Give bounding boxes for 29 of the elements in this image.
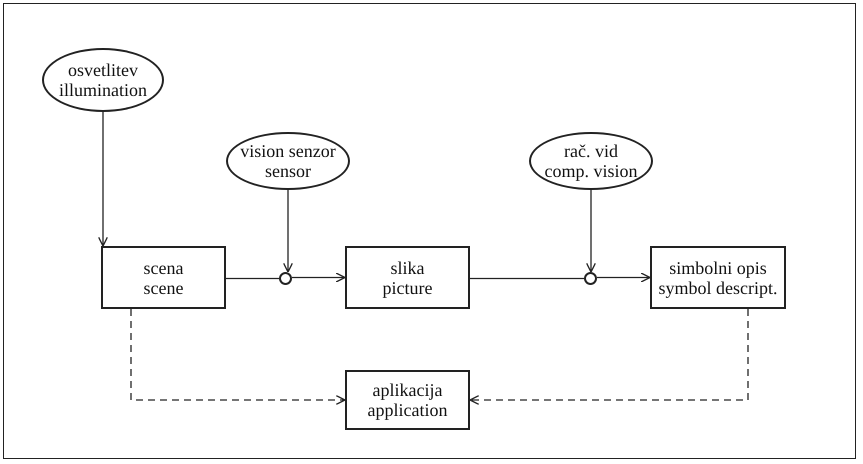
process-box — [345, 246, 470, 309]
arrow — [597, 272, 651, 283]
process-box — [650, 246, 786, 309]
node-label: sensor — [265, 161, 311, 181]
connector-line — [226, 278, 279, 280]
node-label: scene — [144, 278, 184, 298]
dashed-arrow — [130, 309, 346, 406]
node-label: symbol descript. — [658, 278, 778, 298]
node-label: application — [368, 400, 448, 420]
process-box — [345, 370, 470, 430]
node-label: picture — [382, 278, 432, 298]
node-label: simbolni opis — [669, 258, 767, 278]
junction-circle — [584, 272, 597, 285]
node-label: aplikacija — [372, 380, 442, 400]
arrow — [586, 190, 596, 273]
connector-line — [470, 278, 584, 280]
process-box — [101, 246, 226, 309]
arrow — [292, 272, 346, 283]
node-label: scena — [144, 258, 184, 278]
node-label: comp. vision — [544, 161, 638, 181]
node-label: rač. vid — [564, 141, 618, 161]
dashed-arrow — [469, 309, 749, 406]
arrow — [282, 190, 294, 273]
node-label: osvetlitev — [68, 60, 138, 80]
node-label: illumination — [59, 80, 147, 100]
node-label: vision senzor — [240, 141, 336, 161]
node-label: slika — [390, 258, 424, 278]
arrow — [98, 112, 108, 247]
junction-circle — [279, 272, 292, 285]
